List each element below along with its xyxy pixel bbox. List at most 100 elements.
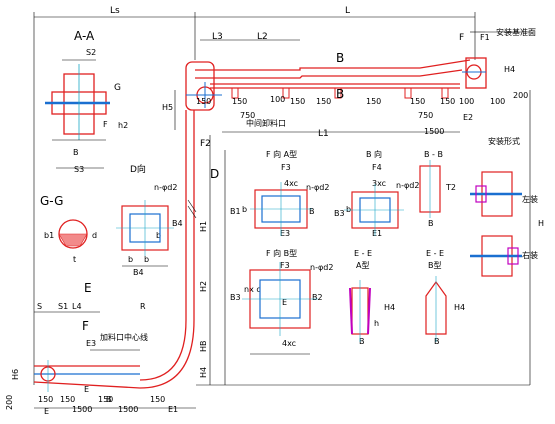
bottom-dim-lines: [34, 311, 196, 409]
bottom-e: E: [84, 281, 92, 295]
fa-f3: F3: [281, 163, 291, 172]
install-right-drawing: [470, 235, 522, 277]
bottom-dim-5: 150: [150, 395, 165, 404]
f1-top-label: F1: [480, 33, 490, 42]
top-dim-1: 750: [240, 111, 255, 120]
aa-drawing: [45, 59, 110, 169]
ee-a-h: h: [374, 319, 379, 328]
h2-label: H2: [199, 281, 208, 292]
bb-drawing: [419, 160, 441, 218]
bottom-s: S: [37, 302, 42, 311]
bb-t2: T2: [445, 183, 456, 192]
aa-s2: S2: [86, 48, 96, 57]
bview-f4: F4: [372, 163, 382, 172]
bottom-e-label: E: [44, 407, 49, 416]
l3-label: L3: [212, 32, 223, 42]
bottom-r: R: [140, 302, 146, 311]
h1-label: H1: [199, 221, 208, 232]
ee-a-h4: H4: [384, 303, 395, 312]
bview-holes: n-φd2: [396, 181, 419, 190]
gg-d: d: [92, 231, 97, 240]
vertical-column: [139, 110, 197, 389]
gg-title: G-G: [40, 194, 63, 208]
bottom-dim-row: 150 150 1500 150 1500 150: [38, 395, 165, 414]
fb-drawing: [242, 262, 318, 355]
bview-e1: E1: [372, 229, 382, 238]
d-view-title: D向: [130, 163, 146, 175]
top-dim-2: 100: [270, 95, 285, 104]
ee-a-b: B: [359, 337, 365, 346]
fa-title: F 向 A型: [266, 149, 297, 159]
fa-b: b: [242, 205, 247, 214]
h4-top-label: H4: [504, 65, 515, 74]
fa-e3: E3: [280, 229, 290, 238]
fb-title: F 向 B型: [266, 248, 297, 258]
bottom-e3: E3: [86, 339, 96, 348]
fa-bdim: B: [309, 207, 315, 216]
aa-title: A-A: [74, 29, 95, 43]
bottom-s1: S1: [58, 302, 68, 311]
top-dim-8: 150: [440, 97, 455, 106]
ls-label: Ls: [110, 6, 120, 16]
ee-a-drawing: [349, 280, 371, 342]
top-dim-9: 100: [459, 97, 474, 106]
top-dim-0: 150: [232, 97, 247, 106]
bottom-h6: H6: [11, 369, 20, 380]
bottom-dim-3: 150: [98, 395, 113, 404]
h-label: H: [538, 219, 544, 228]
side-dim-lines: [174, 90, 531, 386]
bottom-b: B: [106, 395, 112, 404]
install-right: 右装: [522, 250, 538, 260]
aa-s3: S3: [74, 165, 84, 174]
install-face-label: 安装基准面: [496, 27, 536, 37]
install-left: 左装: [522, 194, 538, 204]
bottom-dim-4: 1500: [118, 405, 138, 414]
fb-b3: B3: [230, 293, 241, 302]
fb-b2: B2: [312, 293, 323, 302]
d-view-b-left: b: [128, 255, 133, 264]
top-dimension-lines: [33, 12, 530, 385]
fa-rect: 4xc: [284, 179, 298, 188]
fb-f3: F3: [280, 261, 290, 270]
d-view-b2: B4: [133, 268, 144, 277]
d1500-label: 1500: [424, 127, 444, 136]
ee-a-title: E - E: [354, 249, 372, 258]
top-supports: [231, 87, 449, 99]
bottom-e2: E: [84, 385, 89, 394]
bottom-f: F: [82, 319, 89, 333]
l1-label: L1: [318, 129, 329, 139]
h5-top-label: H5: [162, 103, 173, 112]
d-arrow-label: D: [210, 167, 219, 181]
aa-h2: h2: [118, 121, 128, 130]
top-dim-4: 150: [316, 97, 331, 106]
d-view-drawing: [116, 200, 174, 267]
d-view-b-right: b: [144, 255, 149, 264]
top-dim-10: 100: [490, 97, 505, 106]
bview-drawing: [344, 184, 404, 236]
fa-holes: n-φd2: [306, 183, 329, 192]
top-dim-row: 150 750 100 150 150 150 150 750 150 100 …: [196, 95, 505, 120]
bview-b3: B3: [334, 209, 345, 218]
bottom-conveyor: [33, 360, 141, 392]
bottom-l4: L4: [72, 302, 82, 311]
h4-side-label: H4: [199, 367, 208, 378]
d200-top-label: 200: [513, 91, 528, 100]
aa-f: F: [103, 120, 108, 129]
section-b-bottom-label: B: [336, 87, 344, 101]
gg-drawing: [58, 219, 88, 249]
bottom-dim-1: 150: [60, 395, 75, 404]
top-dim-5: 150: [366, 97, 381, 106]
f-top-label: F: [459, 33, 464, 43]
mid-outlet-label: 中间卸料口: [246, 118, 286, 128]
gg-t: t: [73, 255, 76, 264]
aa-g: G: [114, 83, 121, 93]
e2-label: E2: [463, 113, 473, 122]
ee-a-sub: A型: [356, 261, 369, 270]
section-b-top-label: B: [336, 51, 344, 65]
bview-rect: 3xc: [372, 179, 386, 188]
fb-e: E: [282, 298, 287, 307]
bottom-dim-2: 1500: [72, 405, 92, 414]
bottom-dim-0: 150: [38, 395, 53, 404]
hb-label: HB: [199, 340, 208, 352]
